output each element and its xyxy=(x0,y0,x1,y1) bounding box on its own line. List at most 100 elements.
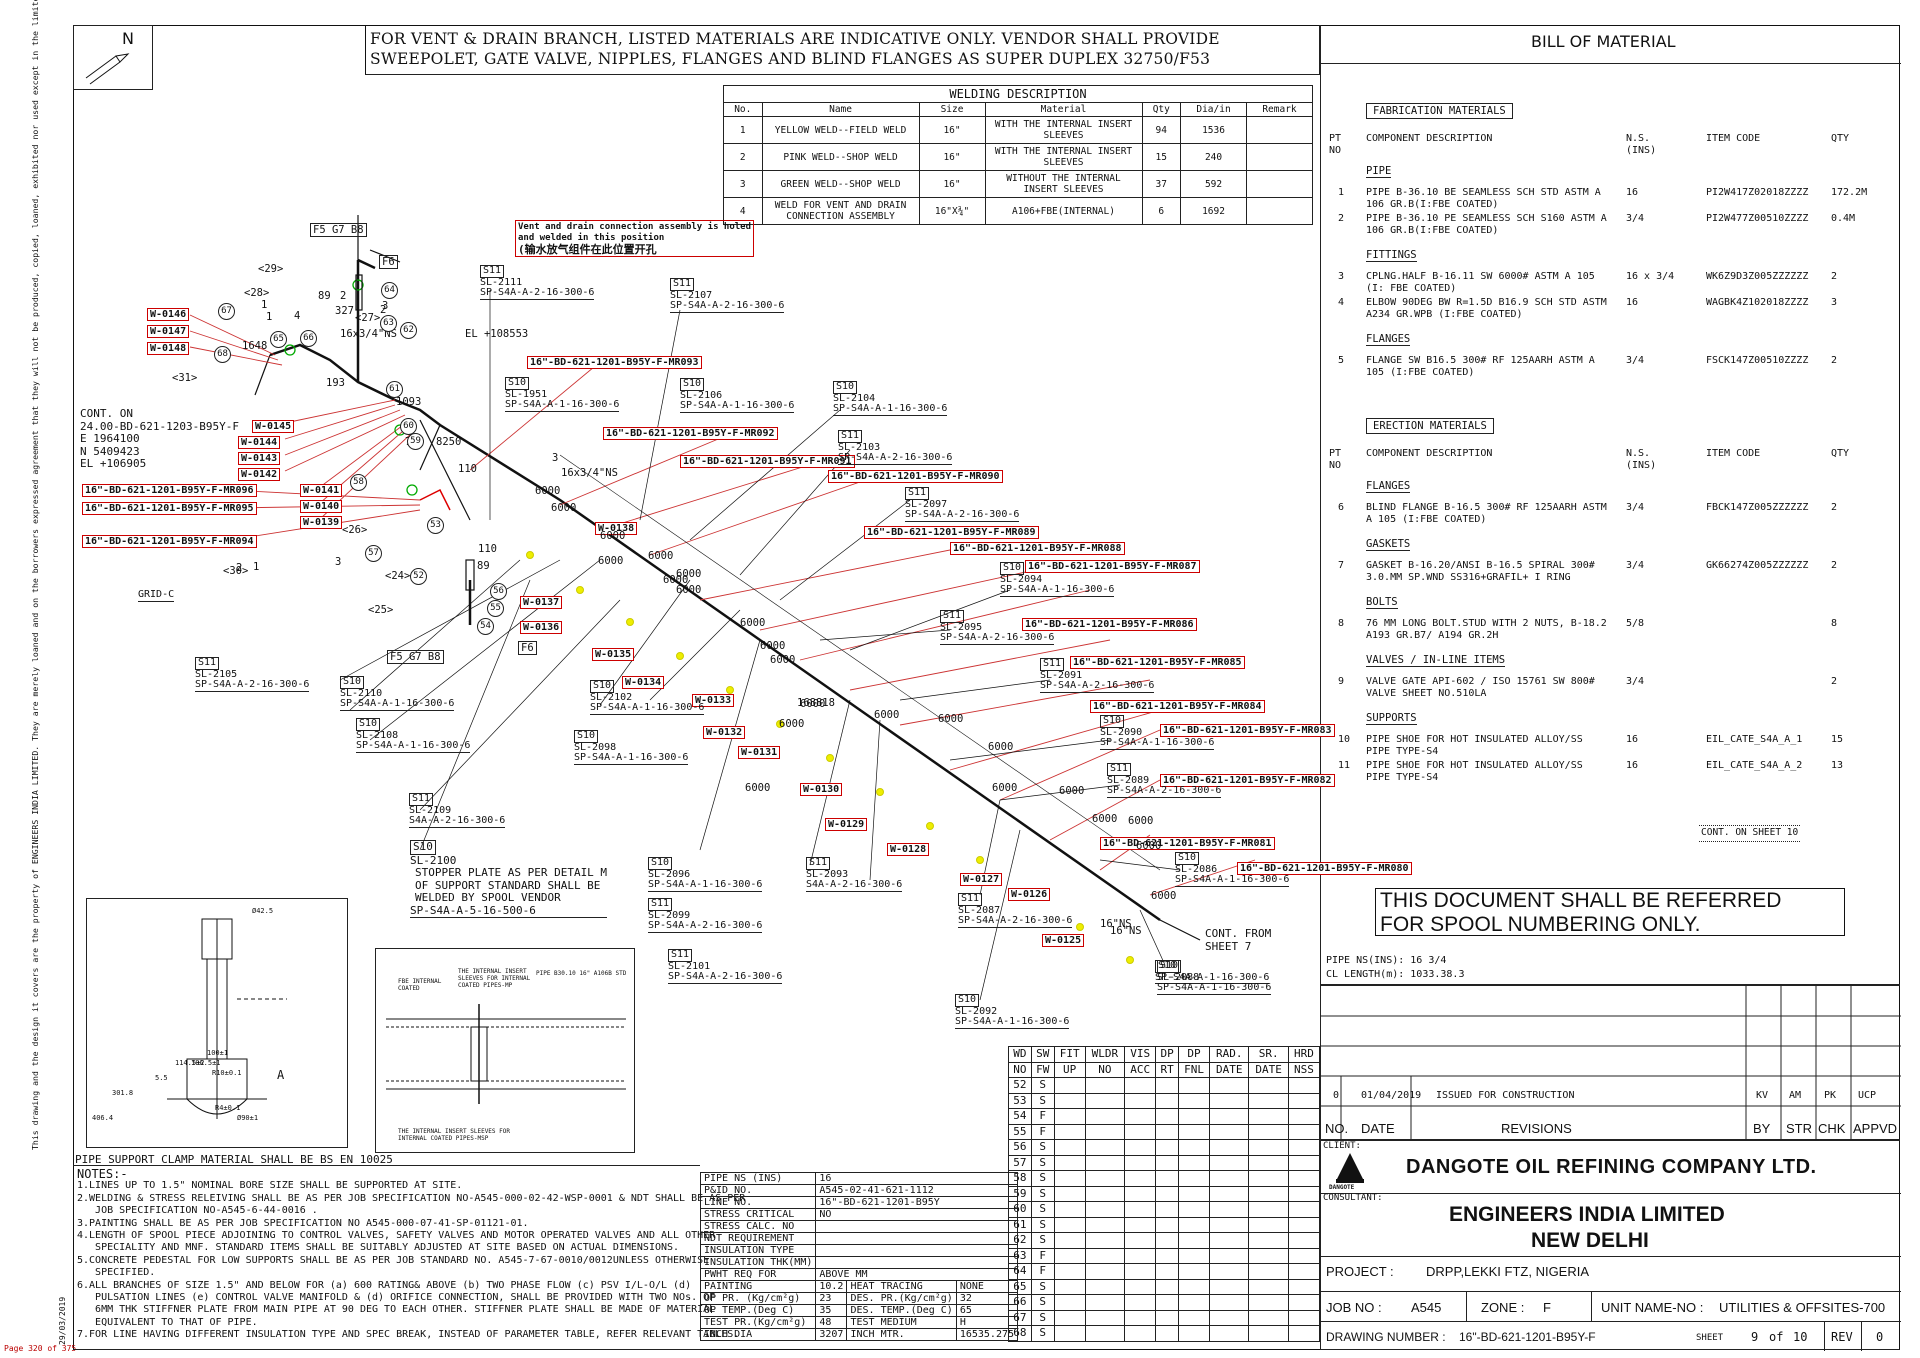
ref-label: F5 G7 B8 xyxy=(387,650,444,664)
weld-table-cell xyxy=(1124,1278,1157,1295)
red-reference-bracket xyxy=(419,488,451,511)
bom-pt: 7 xyxy=(1338,560,1345,571)
dimension-label: 6000 xyxy=(760,640,786,652)
revision-header: DATE xyxy=(1361,1121,1395,1136)
weld-tag: W-0146 xyxy=(147,308,190,321)
parameter-cell: 10.2 xyxy=(815,1280,848,1293)
weld-table-cell xyxy=(1209,1201,1250,1218)
dimension-label: 6000 xyxy=(1128,815,1154,827)
welding-cell: 16" xyxy=(918,116,986,144)
weld-table-cell xyxy=(1248,1139,1289,1156)
support-sl: SL-2086 xyxy=(1175,863,1218,875)
support-spec: SP-S4A-A-1-16-300-6 xyxy=(1000,584,1115,597)
weld-table-cell xyxy=(1084,1232,1126,1249)
bom-pt: 6 xyxy=(1338,502,1345,513)
parameter-cell: INCH DIA xyxy=(699,1328,817,1341)
title-block: CLIENT: DANGOTE DANGOTE OIL REFINING COM… xyxy=(1320,1140,1901,1351)
support-spec: SP-S4A-A-2-16-300-6 xyxy=(838,452,953,465)
support-spec: SP-S4A-A-2-16-300-6 xyxy=(940,632,1055,645)
bom-head-qty: QTY xyxy=(1831,448,1850,459)
callout-circle: 57 xyxy=(365,545,382,562)
bom-desc: 76 MM LONG BOLT.STUD WITH 2 NUTS, B-18.2… xyxy=(1366,618,1607,641)
support-tag: S10 SL-2098 SP-S4A-A-1-16-300-6 xyxy=(574,730,689,765)
support-tag: S11 SL-2109 S4A-A-2-16-300-6 xyxy=(409,793,506,828)
support-spec: SP-S4A-A-2-16-300-6 xyxy=(1107,785,1222,798)
parameter-cell: ABOVE MM xyxy=(815,1268,1019,1281)
parameter-cell: PAINTING xyxy=(699,1280,817,1293)
weld-table-cell: S xyxy=(1030,1154,1055,1171)
support-tag: S11 SL-2087 SP-S4A-A-2-16-300-6 xyxy=(958,893,1073,928)
bom-pt: 3 xyxy=(1338,271,1345,282)
weld-table-cell xyxy=(1177,1201,1211,1218)
sheet-total: 10 xyxy=(1793,1330,1808,1344)
support-tag: S10 SL-2102 SP-S4A-A-1-16-300-6 xyxy=(590,680,705,715)
support-sl: SL-2105 xyxy=(195,668,238,680)
bom-desc: PIPE SHOE FOR HOT INSULATED ALLOY/SS PIP… xyxy=(1366,760,1583,783)
field-weld-markers xyxy=(526,551,1134,964)
weld-table-cell xyxy=(1248,1325,1289,1342)
support-sl: SL-2104 xyxy=(833,392,876,404)
weld-table-cell xyxy=(1177,1170,1211,1187)
logo-text: DANGOTE xyxy=(1329,1184,1355,1191)
clamp-dimension: 106.5±1 xyxy=(191,1059,221,1067)
weld-table-cell xyxy=(1053,1263,1086,1280)
ref-label: <27> xyxy=(355,312,381,324)
consultant-city: NEW DELHI xyxy=(1531,1229,1649,1252)
bom-section-title: FLANGES xyxy=(1366,480,1411,494)
weld-table-cell xyxy=(1053,1201,1086,1218)
callout-circle: 63 xyxy=(380,315,397,332)
weld-table-cell xyxy=(1177,1232,1211,1249)
bom-section-title: GASKETS xyxy=(1366,538,1411,552)
support-type: S10 xyxy=(505,377,530,390)
support-type: S11 xyxy=(806,857,831,870)
dimension-label: 110 xyxy=(458,463,477,475)
dimension-label: 327 xyxy=(335,305,354,317)
revision-header: REVISIONS xyxy=(1501,1121,1572,1136)
weld-table-cell xyxy=(1084,1092,1126,1109)
ref-label: 1 xyxy=(266,311,273,323)
support-spec: SP-S4A-A-2-16-300-6 xyxy=(670,300,785,313)
bom-desc: BLIND FLANGE B-16.5 300# RF 125AARH ASTM… xyxy=(1366,502,1607,525)
dimension-label: 6000 xyxy=(551,502,577,514)
weld-table-cell xyxy=(1287,1247,1321,1264)
weld-table-cell xyxy=(1155,1325,1179,1342)
consultant-label: CONSULTANT: xyxy=(1323,1193,1383,1203)
job-value: A545 xyxy=(1411,1300,1442,1315)
job-label: JOB NO : xyxy=(1326,1300,1382,1315)
support-tag: S11 SL-2093 S4A-A-2-16-300-6 xyxy=(806,857,903,892)
weld-table-cell xyxy=(1177,1216,1211,1233)
weld-table-cell: S xyxy=(1030,1139,1055,1156)
weld-table-cell xyxy=(1209,1170,1250,1187)
dimension-label: 2 xyxy=(340,290,347,302)
callout-circle: 61 xyxy=(386,381,403,398)
revision-cell: ISSUED FOR CONSTRUCTION xyxy=(1436,1090,1575,1101)
weld-table-cell: F xyxy=(1030,1263,1055,1280)
welding-cell: 1536 xyxy=(1180,116,1247,144)
dimension-label: 6000 xyxy=(988,741,1014,753)
welding-cell: GREEN WELD--SHOP WELD xyxy=(761,170,920,198)
weld-table-cell xyxy=(1177,1309,1211,1326)
support-tag: S10 SL-2106 SP-S4A-A-1-16-300-6 xyxy=(680,378,795,413)
weld-table-cell: F xyxy=(1030,1108,1055,1125)
support-sl: SL-2107 xyxy=(670,289,713,301)
ref-label: 2 xyxy=(380,304,387,316)
date-stamp: 29/03/2019 xyxy=(58,1296,67,1345)
weld-table-cell xyxy=(1124,1185,1157,1202)
weld-table-cell xyxy=(1248,1247,1289,1264)
support-type: S10 xyxy=(1000,562,1025,575)
weld-table-cell xyxy=(1155,1170,1179,1187)
weld-table-cell xyxy=(1209,1123,1250,1140)
weld-table-cell xyxy=(1155,1278,1179,1295)
weld-table-cell xyxy=(1209,1309,1250,1326)
rev-value: 0 xyxy=(1876,1330,1884,1344)
bom-head-ns: N.S. (INS) xyxy=(1626,448,1657,471)
top-note-line-1: FOR VENT & DRAIN BRANCH, LISTED MATERIAL… xyxy=(370,30,1220,48)
callout-circle: 68 xyxy=(214,346,231,363)
weld-table-cell xyxy=(1248,1092,1289,1109)
weld-tag: W-0137 xyxy=(520,596,563,609)
